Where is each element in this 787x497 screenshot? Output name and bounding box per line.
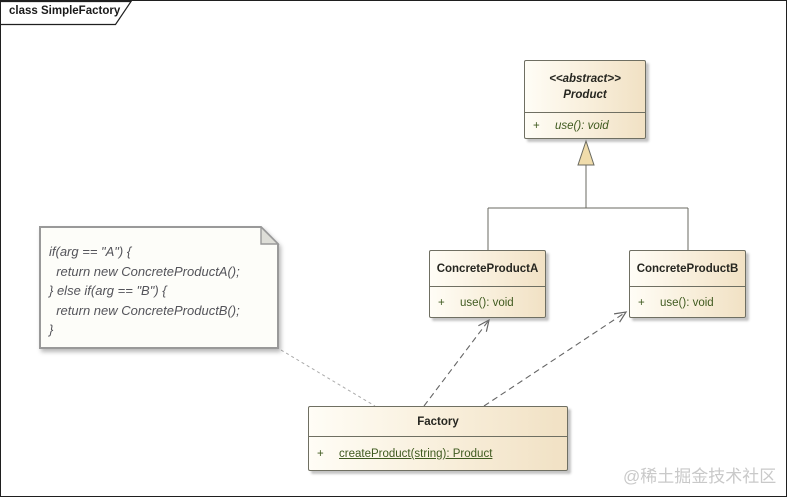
class-methods: + use(): void xyxy=(525,113,645,139)
class-name: ConcreteProductA xyxy=(436,262,539,275)
class-methods: + use(): void xyxy=(430,287,545,318)
note-code-line: } else if(arg == "B") { xyxy=(49,283,167,298)
dependency-arrow-factory-to-productB xyxy=(483,311,628,407)
class-methods: + use(): void xyxy=(630,287,745,318)
class-name: Product xyxy=(563,88,607,101)
visibility-plus: + xyxy=(317,448,324,460)
class-box-factory: Factory + createProduct(string): Product xyxy=(308,406,568,471)
class-box-concrete-product-b: ConcreteProductB + use(): void xyxy=(629,250,746,318)
class-name: Factory xyxy=(417,415,459,428)
frame-tab xyxy=(1,1,133,26)
class-box-concrete-product-a: ConcreteProductA + use(): void xyxy=(429,250,546,318)
method-signature: use(): void xyxy=(660,296,714,309)
note-code-line: return new ConcreteProductB(); xyxy=(49,302,240,318)
note-fold-corner-icon xyxy=(260,226,280,245)
code-note: if(arg == "A") { return new ConcreteProd… xyxy=(39,226,280,350)
visibility-plus: + xyxy=(638,296,645,309)
class-header: ConcreteProductA xyxy=(430,251,545,287)
class-name: ConcreteProductB xyxy=(636,262,739,275)
method-signature: use(): void xyxy=(555,120,609,132)
note-shape xyxy=(39,226,280,349)
watermark-text: @稀土掘金技术社区 xyxy=(623,467,777,486)
method-signature: createProduct(string): Product xyxy=(339,448,493,460)
visibility-plus: + xyxy=(438,296,445,309)
method-signature: use(): void xyxy=(460,296,514,309)
note-code-text: if(arg == "A") { return new ConcreteProd… xyxy=(49,242,240,340)
generalization-tree xyxy=(487,165,689,250)
visibility-plus: + xyxy=(533,120,540,132)
generalization-triangle-icon xyxy=(577,139,595,166)
class-methods: + createProduct(string): Product xyxy=(309,437,567,471)
frame-tab-label: class SimpleFactory xyxy=(9,5,121,17)
class-header: Factory xyxy=(309,407,567,437)
class-header: <<abstract>> Product xyxy=(525,61,645,113)
dependency-arrow-factory-to-productA xyxy=(423,318,490,407)
note-link-line xyxy=(280,349,376,407)
note-code-line: if(arg == "A") { xyxy=(49,244,132,259)
class-stereotype: <<abstract>> xyxy=(549,72,621,85)
class-header: ConcreteProductB xyxy=(630,251,745,287)
note-code-line: } xyxy=(49,322,54,337)
class-box-product: <<abstract>> Product + use(): void xyxy=(524,60,646,139)
note-code-line: return new ConcreteProductA(); xyxy=(49,263,240,279)
